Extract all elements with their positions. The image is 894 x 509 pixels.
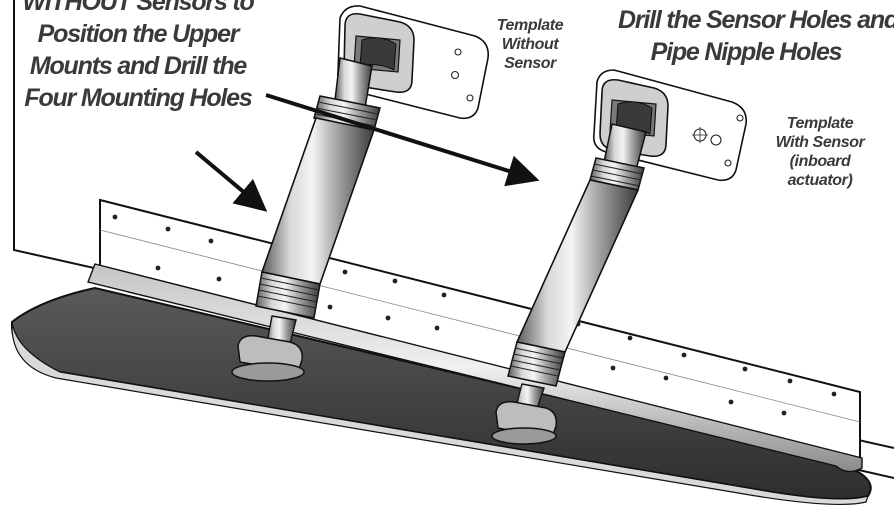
- template-with-line3: (inboard: [789, 153, 851, 170]
- template-without-sensor-label: Template Without Sensor: [490, 16, 570, 73]
- template-without-line1: Template: [496, 17, 564, 34]
- right-callout-line2: Pipe Nipple Holes: [650, 38, 843, 66]
- arrow-to-right-actuator: [265, 93, 540, 187]
- right-actuator: [491, 69, 748, 445]
- right-callout-text: Drill the Sensor Holes and Pipe Nipple H…: [608, 4, 894, 68]
- template-with-line1: Template: [786, 115, 854, 132]
- left-callout-text: WITHOUT Sensors to Position the Upper Mo…: [10, 0, 266, 114]
- left-callout-line1-rest: Sensors to: [130, 0, 254, 16]
- hinge-band: [87, 263, 863, 473]
- without-emphasis: WITHOUT: [22, 0, 131, 16]
- flange-screw-holes: [112, 214, 837, 416]
- template-with-sensor-label: Template With Sensor (inboard actuator): [764, 114, 876, 190]
- right-callout-line1: Drill the Sensor Holes and: [618, 6, 894, 34]
- arrow-to-left-actuator: [194, 150, 268, 212]
- template-with-line2: With Sensor: [775, 134, 865, 151]
- left-callout-line3: Mounts and Drill the: [29, 52, 247, 80]
- left-callout-line4: Four Mounting Holes: [24, 84, 252, 112]
- template-without-line3: Sensor: [504, 55, 556, 72]
- template-with-line4: actuator): [787, 172, 853, 189]
- template-without-line2: Without: [501, 36, 559, 53]
- left-callout-line1: WITHOUT Sensors to: [10, 0, 266, 18]
- flange-fold-line: [99, 229, 861, 423]
- plate-front-edge: [11, 321, 869, 506]
- left-actuator: [231, 5, 490, 382]
- left-callout-line2: Position the Upper: [37, 20, 240, 48]
